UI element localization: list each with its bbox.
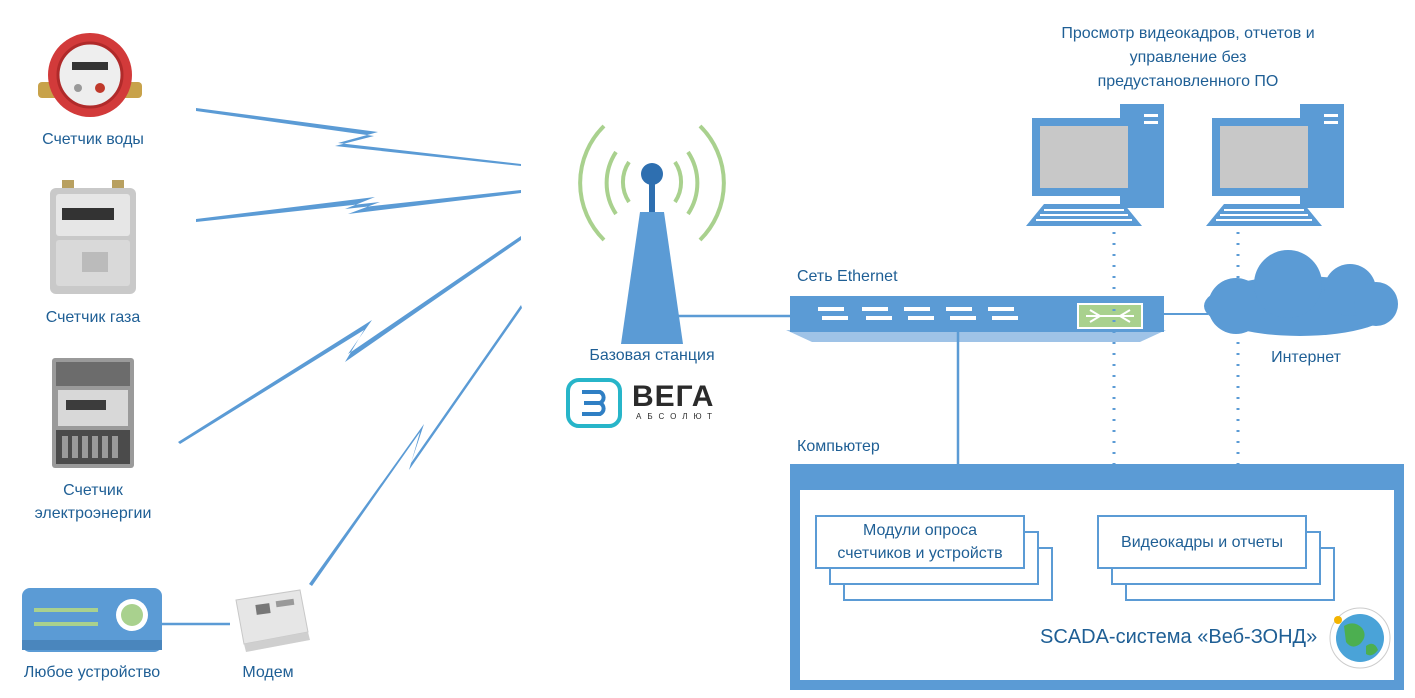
polling-modules-line2: счетчиков и устройств — [837, 545, 1003, 562]
viewers-caption-line3: предустановленного ПО — [1097, 73, 1279, 90]
electricity-meter-icon — [52, 358, 134, 468]
ethernet-label: Сеть Ethernet — [797, 268, 898, 285]
wireless-links — [178, 108, 522, 586]
viewers-caption-line2: управление без — [1129, 49, 1247, 66]
scada-system-title: SCADA-система «Веб-ЗОНД» — [1040, 626, 1318, 648]
ethernet-switch-icon — [786, 296, 1166, 342]
base-station-icon — [578, 124, 726, 344]
internet-label: Интернет — [1271, 349, 1341, 366]
lightning-link-water — [196, 108, 521, 166]
modem-label: Модем — [242, 664, 294, 681]
gas-meter-label: Счетчик газа — [45, 309, 141, 326]
vega-logo-word: ВЕГА — [632, 380, 715, 413]
desktop-computer-icon-1 — [1026, 104, 1164, 226]
viewers-caption-line1: Просмотр видеокадров, отчетов и — [1061, 25, 1315, 42]
polling-modules-line1: Модули опроса — [862, 522, 977, 539]
video-reports-label: Видеокадры и отчеты — [1121, 534, 1283, 551]
any-device-label: Любое устройство — [23, 664, 161, 681]
base-station-label: Базовая станция — [589, 347, 715, 364]
electric-meter-label-line1: Счетчик — [63, 482, 123, 499]
lightning-link-modem — [309, 305, 522, 586]
modem-icon — [235, 589, 310, 652]
globe-icon — [1329, 607, 1391, 669]
cloud-icon — [1204, 250, 1398, 336]
video-reports-stack — [1097, 515, 1335, 601]
gas-meter-icon — [50, 180, 136, 294]
generic-device-icon — [22, 588, 162, 652]
electric-meter-label-line2: электроэнергии — [34, 505, 152, 522]
water-meter-label: Счетчик воды — [42, 131, 144, 148]
lightning-link-electric — [178, 236, 521, 444]
lightning-link-gas — [196, 190, 521, 222]
computer-label: Компьютер — [797, 438, 880, 455]
polling-modules-stack — [815, 515, 1053, 601]
vega-logo-subtitle: АБСОЛЮТ — [636, 412, 718, 421]
water-meter-icon — [38, 33, 142, 117]
desktop-computer-icon-2 — [1206, 104, 1344, 226]
vega-logo-icon — [566, 378, 622, 428]
